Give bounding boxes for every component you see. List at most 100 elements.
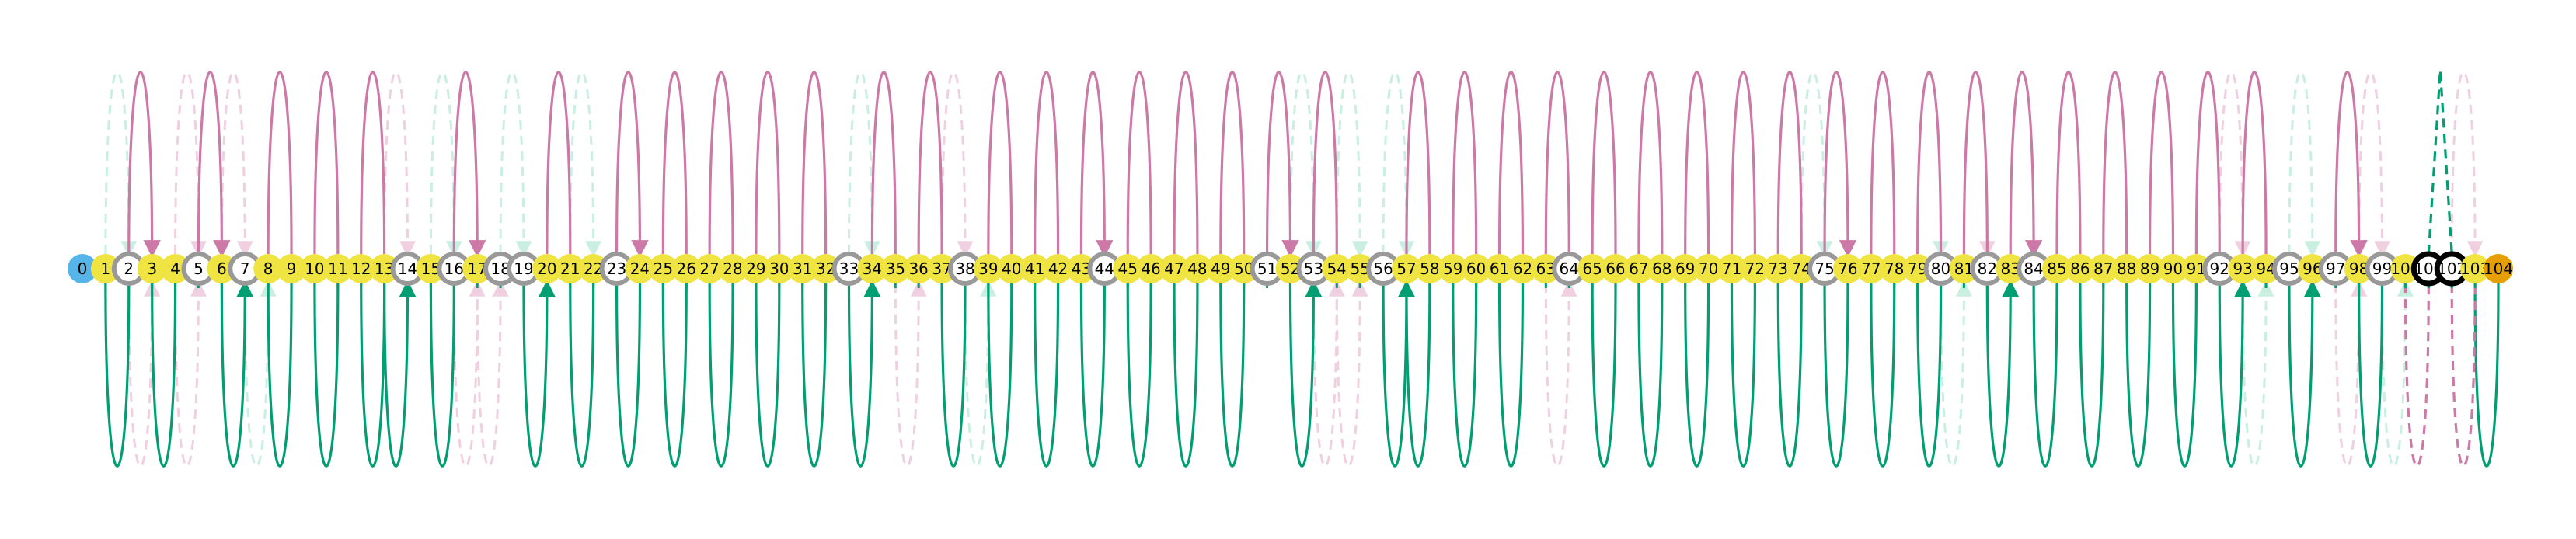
faint-upper-arc	[383, 71, 417, 258]
graph-node: 56	[1366, 252, 1401, 286]
node-label: 34	[863, 259, 882, 278]
faint-lower-arc	[1544, 280, 1577, 468]
node-circle	[1647, 254, 1677, 283]
node-circle	[741, 254, 771, 283]
node-circle	[671, 254, 702, 283]
lower-arc	[522, 280, 556, 468]
lower-arc	[2171, 283, 2198, 468]
graph-node: 68	[1647, 254, 1677, 283]
node-label: 42	[1048, 259, 1068, 278]
node-label: 46	[1141, 259, 1160, 278]
lower-arc	[2218, 280, 2252, 468]
node-circle	[68, 254, 97, 283]
node-label: 23	[607, 259, 626, 278]
node-label: 68	[1652, 259, 1671, 278]
node-circle	[1043, 254, 1073, 283]
upper-arc	[1916, 71, 1943, 255]
node-circle	[1717, 254, 1747, 283]
node-circle	[160, 254, 190, 283]
graph-node: 49	[1205, 254, 1236, 283]
faint-upper-arc	[2288, 71, 2321, 258]
node-label: 19	[514, 259, 533, 278]
node-label: 56	[1373, 259, 1393, 278]
node-circle	[1740, 254, 1770, 283]
node-label: 73	[1769, 259, 1788, 278]
graph-node: 71	[1717, 254, 1747, 283]
node-label: 85	[2047, 259, 2066, 278]
faint-lower-arc	[964, 280, 997, 468]
faint-lower-arc	[174, 280, 207, 468]
node-circle	[927, 254, 957, 283]
graph-node: 69	[1670, 254, 1700, 283]
node-label: 44	[1095, 259, 1114, 278]
node-circle	[346, 254, 376, 283]
upper-arc	[987, 71, 1013, 255]
graph-node: 85	[2042, 254, 2072, 283]
graph-node: 37	[927, 254, 957, 283]
lower-arc	[801, 283, 828, 468]
graph-node: 72	[1740, 254, 1770, 283]
node-circle	[555, 254, 585, 283]
node-label: 9	[287, 259, 297, 278]
upper-arc	[1730, 71, 1756, 255]
graph-node: 80	[1923, 252, 1958, 286]
upper-arc	[1870, 71, 1896, 255]
graph-node: 76	[1832, 254, 1863, 283]
lower-arc	[2288, 280, 2322, 468]
upper-arc	[1266, 71, 1299, 258]
faint-upper-arc	[848, 71, 880, 258]
node-circle	[1996, 254, 2026, 283]
lower-arc	[987, 283, 1013, 468]
faint-upper-arc	[1079, 71, 1113, 258]
graph-node: 64	[1552, 252, 1587, 286]
node-label: 70	[1699, 259, 1718, 278]
node-circle	[1438, 254, 1468, 283]
faint-lower-arc	[452, 280, 486, 468]
graph-node: 65	[1577, 254, 1608, 283]
graph-node: 58	[1414, 254, 1445, 283]
node-circle	[810, 254, 841, 283]
lower-arc	[1034, 283, 1060, 468]
faint-lower-arc	[2241, 280, 2274, 468]
node-circle	[1159, 254, 1190, 283]
node-circle	[2158, 254, 2188, 283]
lower-arc	[1870, 283, 1896, 468]
dashed-lower-arc	[2403, 283, 2430, 468]
upper-arc	[1497, 71, 1525, 255]
graph-node: 34	[857, 254, 887, 283]
node-circle	[2181, 254, 2212, 283]
lower-arc	[267, 283, 293, 468]
graph-node: 45	[1113, 254, 1143, 283]
upper-arc	[2194, 71, 2221, 255]
upper-arc	[1034, 71, 1060, 255]
node-label: 86	[2070, 259, 2090, 278]
node-circle	[1763, 254, 1793, 283]
upper-arc	[1126, 71, 1152, 255]
faint-upper-arc	[2218, 71, 2251, 258]
node-label: 47	[1164, 259, 1183, 278]
graph-node: 10	[299, 254, 329, 283]
node-label: 64	[1560, 259, 1579, 278]
lower-arc	[1219, 283, 1246, 468]
upper-arc	[1684, 71, 1710, 255]
upper-arc	[1637, 71, 1664, 255]
faint-upper-arc	[220, 71, 253, 258]
node-label: 87	[2093, 259, 2113, 278]
lower-arc	[2473, 283, 2500, 468]
faint-lower-arc	[2381, 280, 2414, 468]
graph-node: 8	[253, 254, 284, 283]
graph-node: 84	[2017, 252, 2051, 286]
graph-node: 67	[1623, 254, 1654, 283]
lower-arc	[383, 280, 417, 468]
graph-node: 27	[695, 254, 725, 283]
graph-node: 93	[2228, 254, 2258, 283]
lower-arc	[1173, 283, 1199, 468]
graph-node: 96	[2297, 254, 2327, 283]
node-label: 78	[1884, 259, 1904, 278]
node-circle	[1902, 254, 1933, 283]
graph-node: 87	[2088, 254, 2118, 283]
upper-arc	[1544, 71, 1570, 255]
faint-upper-arc	[429, 71, 462, 258]
node-label: 53	[1304, 259, 1323, 278]
